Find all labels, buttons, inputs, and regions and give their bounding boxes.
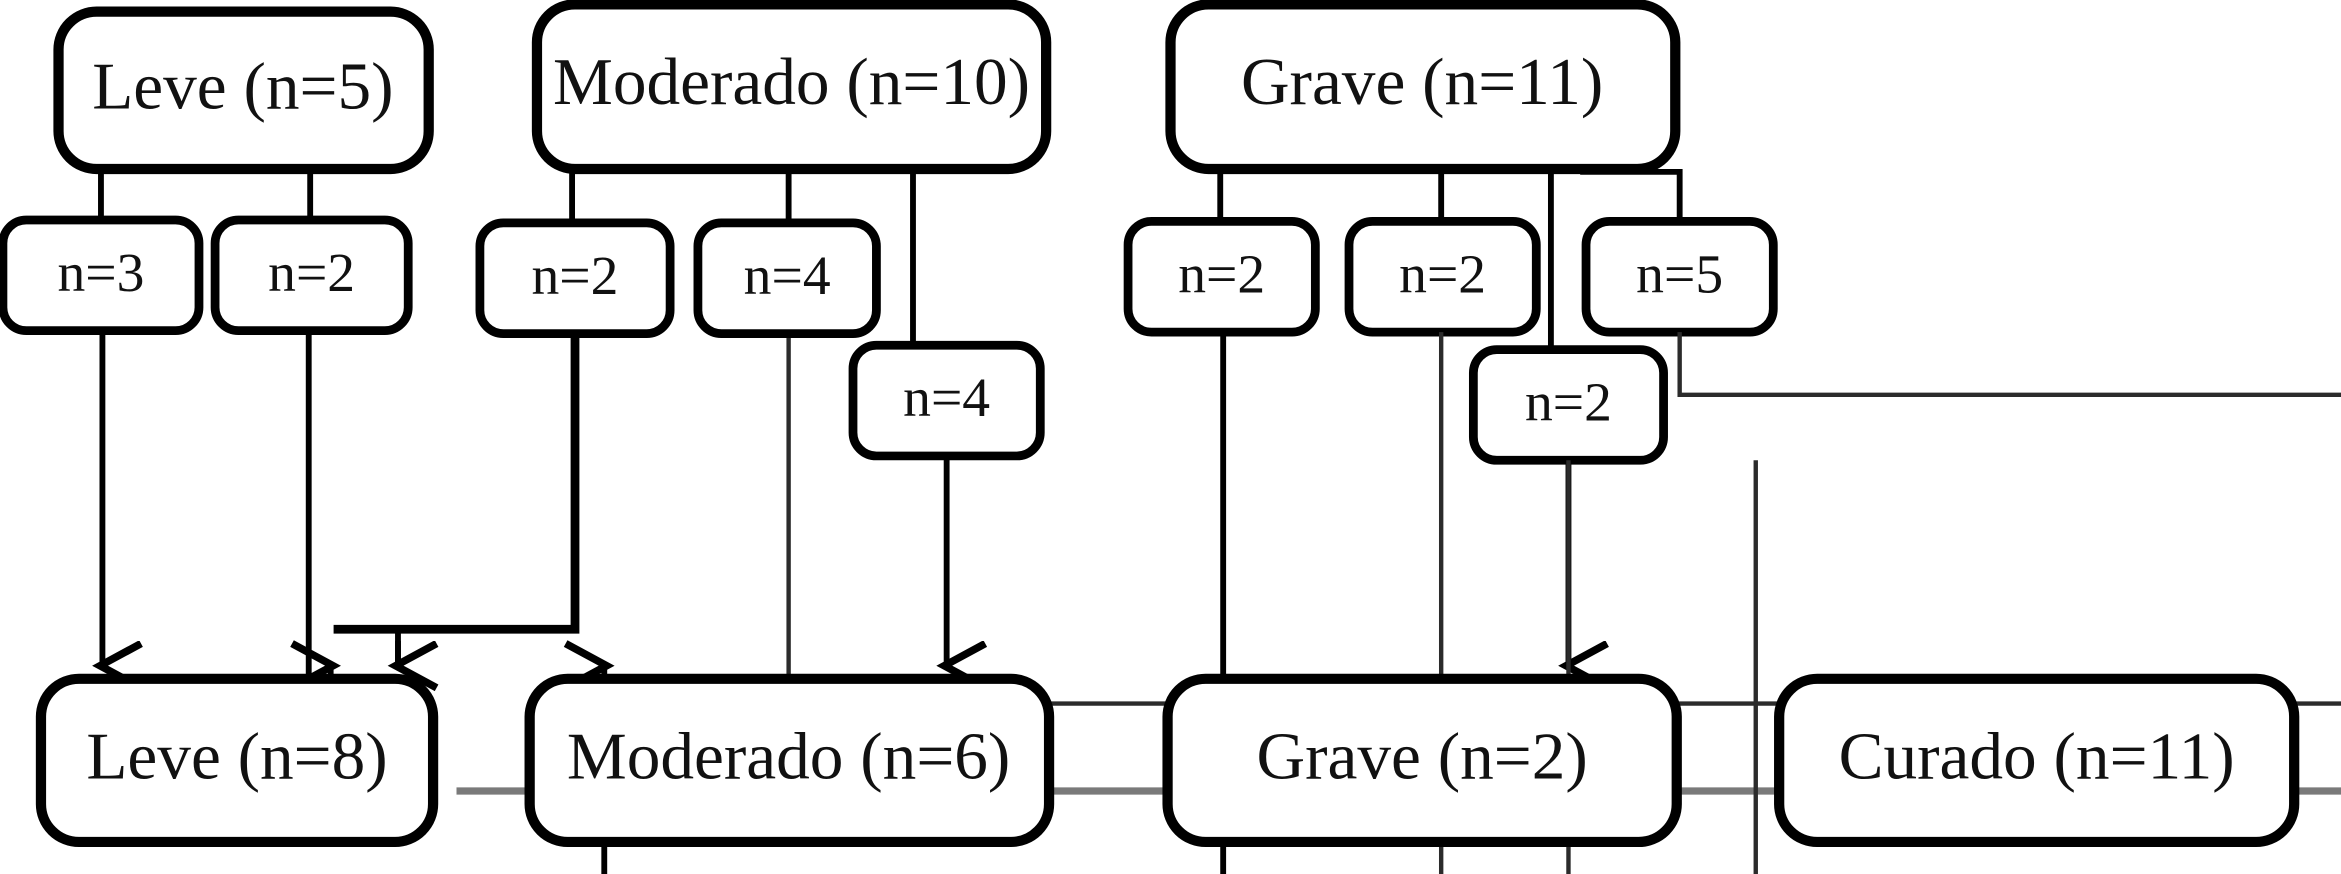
node-leve-in-box[interactable]	[53, 6, 434, 175]
mid-node-m2-label: n=2	[268, 242, 355, 303]
node-moderado-in[interactable]: Moderado (n=10)	[531, 0, 1052, 175]
mid-node-m7-box[interactable]	[1344, 217, 1541, 337]
node-moderado-out-label: Moderado (n=6)	[567, 719, 1010, 794]
top-to-mid-connectors	[98, 168, 1683, 350]
node-leve-in[interactable]: Leve (n=5)	[53, 6, 434, 175]
mid-node-m7-label: n=2	[1399, 243, 1486, 304]
mid-node-m4-label: n=4	[744, 245, 831, 306]
top-nodes-group: Leve (n=5) Moderado (n=10) Grave (n=11)	[53, 0, 1681, 175]
node-leve-out-label: Leve (n=8)	[86, 719, 387, 794]
mid-node-m2-box[interactable]	[210, 215, 413, 336]
node-grave-in-box[interactable]	[1165, 0, 1681, 175]
mid-node-m2[interactable]: n=2	[210, 215, 413, 336]
mid-node-m8[interactable]: n=5	[1581, 217, 1778, 337]
edge-second-to-moderado-run	[1753, 460, 1758, 874]
node-leve-out-box[interactable]	[35, 673, 439, 848]
node-grave-out-box[interactable]	[1162, 673, 1682, 848]
mid-node-m5[interactable]: n=4	[848, 340, 1045, 461]
connector-grave-to-n5	[1580, 168, 1683, 222]
edge-grave-n2c-elbow	[1566, 460, 1571, 874]
node-grave-out[interactable]: Grave (n=2)	[1162, 673, 1682, 848]
edge-grave-n5-elbow	[1677, 332, 2341, 397]
node-curado-out[interactable]: Curado (n=11)	[1774, 673, 2300, 848]
node-moderado-out-box[interactable]	[524, 673, 1055, 848]
mid-node-m4-box[interactable]	[693, 218, 881, 338]
mid-node-m8-box[interactable]	[1581, 217, 1778, 337]
node-grave-in-label: Grave (n=11)	[1241, 44, 1603, 119]
node-grave-out-label: Grave (n=2)	[1257, 719, 1588, 794]
node-leve-out[interactable]: Leve (n=8)	[35, 673, 439, 848]
mid-node-m3[interactable]: n=2	[475, 218, 675, 338]
mid-node-m4[interactable]: n=4	[693, 218, 881, 338]
mid-node-m6-label: n=2	[1178, 243, 1265, 304]
mid-nodes-group: n=3 n=2 n=2 n=4 n=4 n=2 n=2 n=5	[0, 215, 1778, 465]
mid-node-m7[interactable]: n=2	[1344, 217, 1541, 337]
mid-node-m3-label: n=2	[532, 245, 619, 306]
mid-node-m5-label: n=4	[903, 367, 990, 428]
mid-node-m6[interactable]: n=2	[1123, 217, 1320, 337]
mid-node-m8-label: n=5	[1636, 243, 1723, 304]
node-curado-out-label: Curado (n=11)	[1839, 719, 2235, 794]
bottom-nodes-group: Leve (n=8) Moderado (n=6) Grave (n=2) Cu…	[35, 673, 2300, 848]
node-leve-in-label: Leve (n=5)	[92, 49, 393, 124]
node-moderado-out[interactable]: Moderado (n=6)	[524, 673, 1055, 848]
mid-node-m1[interactable]: n=3	[0, 215, 204, 336]
mid-node-m1-box[interactable]	[0, 215, 204, 336]
node-grave-in[interactable]: Grave (n=11)	[1165, 0, 1681, 175]
mid-node-m9-label: n=2	[1525, 372, 1612, 433]
mid-node-m9[interactable]: n=2	[1468, 345, 1668, 465]
mid-node-m1-label: n=3	[57, 242, 144, 303]
node-curado-out-box[interactable]	[1774, 673, 2300, 848]
mid-node-m6-box[interactable]	[1123, 217, 1320, 337]
node-moderado-in-label: Moderado (n=10)	[553, 44, 1030, 119]
edge-moderado-n2-elbow	[333, 333, 580, 634]
